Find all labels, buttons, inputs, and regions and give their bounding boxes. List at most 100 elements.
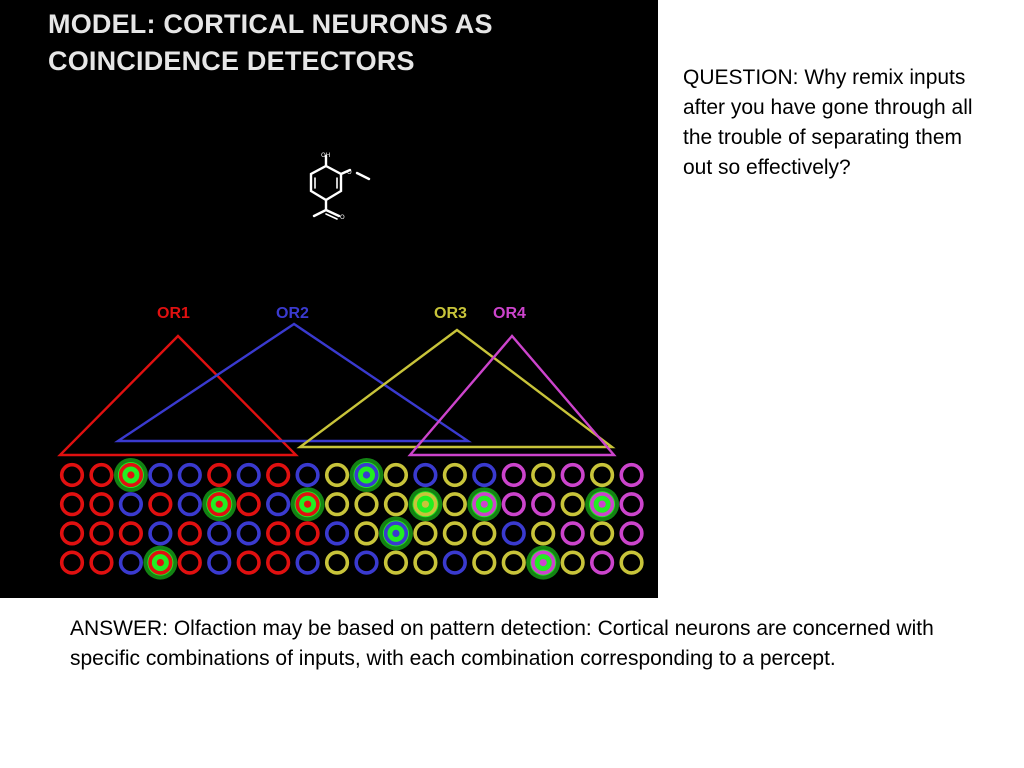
receptor-label-or3: OR3 (434, 305, 467, 322)
atom-label: O (340, 214, 345, 221)
neuron (383, 492, 409, 517)
neuron-ring (177, 462, 202, 488)
neuron (442, 521, 467, 546)
neuron (619, 492, 644, 517)
neuron (118, 550, 143, 575)
diagram-panel: MODEL: CORTICAL NEURONS AS COINCIDENCE D… (0, 0, 658, 598)
neuron-ring (207, 550, 232, 575)
neuron-ring (472, 521, 497, 546)
neuron-ring (619, 521, 644, 546)
neuron-ring (324, 462, 350, 488)
neuron-ring (59, 550, 85, 575)
carbonyl-double-bond (325, 213, 338, 220)
neuron-ring (354, 550, 379, 575)
neuron (619, 462, 644, 488)
neuron-ring (501, 550, 526, 575)
neuron-ring (295, 521, 320, 546)
neuron (472, 521, 497, 546)
neuron-ring (589, 550, 615, 575)
neuron-ring (266, 462, 291, 488)
neuron-ring (89, 521, 114, 546)
active-neuron (378, 516, 413, 551)
neuron (207, 550, 232, 575)
neuron (148, 462, 173, 488)
neuron (89, 462, 114, 488)
neuron-ring (148, 492, 173, 517)
neuron-ring (501, 462, 526, 488)
neuron-ring (531, 550, 556, 575)
neuron-ring (354, 492, 379, 517)
neuron (560, 492, 585, 517)
neuron (442, 550, 467, 575)
neuron-ring (619, 462, 644, 488)
neuron-center (362, 471, 371, 479)
neuron-ring (324, 521, 350, 546)
neuron-ring (354, 521, 379, 546)
neuron-ring (442, 492, 467, 517)
neuron (207, 521, 232, 546)
neuron-center (539, 559, 547, 567)
active-neuron (143, 545, 178, 580)
neuron (266, 550, 291, 575)
neuron (413, 550, 438, 575)
neuron-ring (295, 550, 320, 575)
neuron-ring (560, 521, 585, 546)
neuron (560, 521, 585, 546)
neuron-ring (383, 521, 409, 546)
neuron-ring (413, 492, 438, 517)
neuron (589, 550, 615, 575)
neuron-ring (118, 492, 143, 517)
neuron-ring (560, 492, 585, 517)
neuron-ring (589, 521, 615, 546)
neuron-ring (59, 462, 85, 488)
neuron-ring (295, 492, 320, 517)
neuron (89, 550, 114, 575)
neuron-ring (266, 521, 291, 546)
neuron (354, 521, 379, 546)
receptor-label-or2: OR2 (276, 305, 309, 322)
neuron-ring (89, 462, 114, 488)
neuron (324, 462, 350, 488)
neuron-ring (501, 521, 526, 546)
atom-label: OH (321, 152, 330, 159)
neuron (236, 550, 261, 575)
neuron (59, 550, 85, 575)
neuron (531, 462, 556, 488)
neuron (354, 492, 379, 517)
atom-label: O (347, 169, 352, 176)
neuron (177, 462, 202, 488)
diagram-title: MODEL: CORTICAL NEURONS AS COINCIDENCE D… (48, 9, 493, 76)
neuron-ring (383, 462, 409, 488)
neuron-center (598, 500, 606, 508)
neuron-ring (89, 550, 114, 575)
methyl-bond (355, 171, 371, 181)
neuron (560, 462, 585, 488)
active-neuron (585, 487, 620, 522)
neuron (324, 492, 350, 517)
neuron (177, 521, 202, 546)
neuron (383, 462, 409, 488)
neuron-ring (118, 462, 143, 488)
neuron-ring (236, 550, 261, 575)
neuron-ring (531, 521, 556, 546)
neuron (89, 492, 114, 517)
active-neuron (113, 458, 148, 492)
projection-triangle-or3 (296, 328, 616, 449)
active-neuron (408, 487, 443, 522)
neuron-ring (501, 492, 526, 517)
neuron-ring (295, 462, 320, 488)
neuron-ring (118, 521, 143, 546)
neuron-ring (589, 462, 615, 488)
neuron-center (480, 500, 488, 508)
neuron-center (215, 500, 223, 508)
active-neuron (290, 487, 325, 522)
odorant-molecule-icon (309, 154, 371, 220)
question-text: QUESTION: Why remix inputs after you hav… (683, 66, 973, 179)
neuron-center (392, 529, 400, 538)
neuron (589, 462, 615, 488)
neuron (236, 492, 261, 517)
neuron (442, 462, 467, 488)
neuron (266, 492, 291, 517)
neuron-ring (383, 550, 409, 575)
neuron-ring (560, 550, 585, 575)
